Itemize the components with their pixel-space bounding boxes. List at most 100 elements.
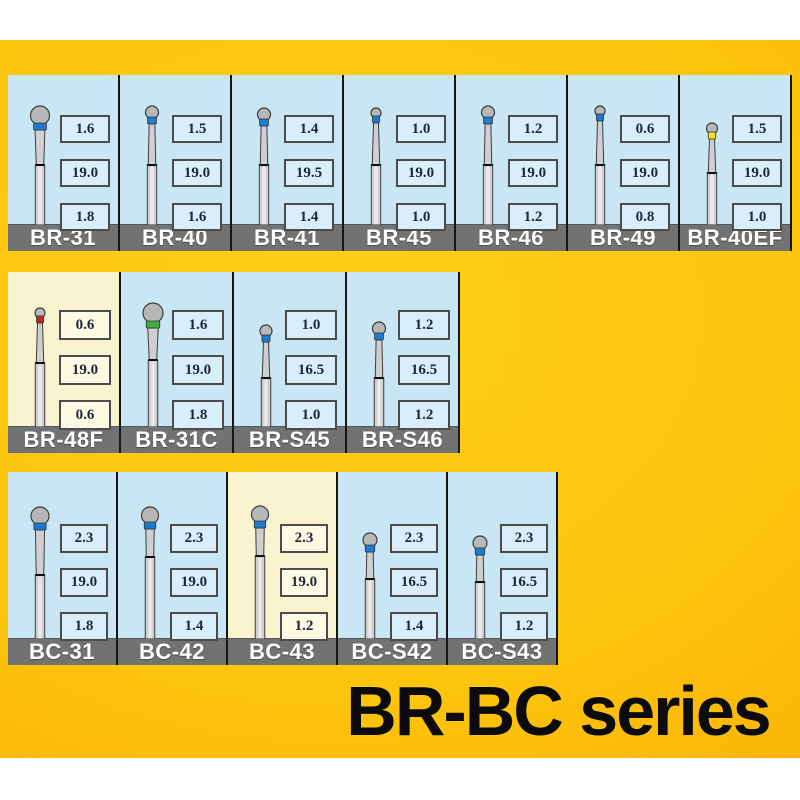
product-cell-br-40ef: 1.5 19.0 1.0 BR-40EF xyxy=(680,75,792,251)
tip-diameter-value: 1.4 xyxy=(170,612,218,641)
diamond-bur-illustration xyxy=(362,532,378,639)
overall-length-value: 16.5 xyxy=(390,568,438,597)
tip-diameter-value: 1.8 xyxy=(60,612,108,641)
overall-length-value: 19.0 xyxy=(396,159,446,187)
product-cell-body: 1.5 19.0 1.6 xyxy=(120,75,230,231)
overall-length-value: 19.0 xyxy=(59,355,111,385)
product-cell-br-41: 1.4 19.5 1.4 BR-41 xyxy=(232,75,344,251)
dimension-boxes: 2.3 16.5 1.2 xyxy=(500,472,548,641)
dimension-boxes: 1.0 19.0 1.0 xyxy=(396,75,446,231)
head-diameter-value: 0.6 xyxy=(59,310,111,340)
product-cell-br-s46: 1.2 16.5 1.2 BR-S46 xyxy=(347,272,460,453)
dimension-boxes: 1.0 16.5 1.0 xyxy=(285,272,337,430)
head-diameter-value: 1.0 xyxy=(285,310,337,340)
product-cell-body: 0.6 19.0 0.8 xyxy=(568,75,678,231)
product-code-label: BC-43 xyxy=(228,638,336,665)
diamond-bur-illustration xyxy=(472,535,488,639)
series-title: BR-BC series xyxy=(346,672,771,750)
head-diameter-value: 2.3 xyxy=(280,524,328,553)
overall-length-value: 19.0 xyxy=(508,159,558,187)
dimension-boxes: 1.5 19.0 1.6 xyxy=(172,75,222,231)
overall-length-value: 19.0 xyxy=(280,568,328,597)
product-cell-body: 2.3 19.0 1.8 xyxy=(8,472,116,641)
product-cell-br-s45: 1.0 16.5 1.0 BR-S45 xyxy=(234,272,347,453)
product-cell-br-31: 1.6 19.0 1.8 BR-31 xyxy=(8,75,120,251)
tip-diameter-value: 1.2 xyxy=(508,203,558,231)
product-cell-bc-31: 2.3 19.0 1.8 BC-31 xyxy=(8,472,118,665)
product-cell-body: 1.6 19.0 1.8 xyxy=(121,272,232,430)
product-cell-body: 1.4 19.5 1.4 xyxy=(232,75,342,231)
product-cell-body: 1.0 16.5 1.0 xyxy=(234,272,345,430)
dimension-boxes: 1.6 19.0 1.8 xyxy=(60,75,110,231)
product-code-label: BC-42 xyxy=(118,638,226,665)
head-diameter-value: 2.3 xyxy=(390,524,438,553)
diamond-bur-illustration xyxy=(29,105,51,225)
product-cell-body: 2.3 19.0 1.4 xyxy=(118,472,226,641)
overall-length-value: 19.0 xyxy=(170,568,218,597)
product-cell-bc-s43: 2.3 16.5 1.2 BC-S43 xyxy=(448,472,558,665)
head-diameter-value: 1.5 xyxy=(732,115,782,143)
diamond-bur-illustration xyxy=(30,506,50,639)
product-cell-br-31c: 1.6 19.0 1.8 BR-31C xyxy=(121,272,234,453)
diamond-bur-illustration xyxy=(705,122,719,225)
diamond-bur-illustration xyxy=(259,324,273,427)
product-cell-bc-s42: 2.3 16.5 1.4 BC-S42 xyxy=(338,472,448,665)
overall-length-value: 19.0 xyxy=(620,159,670,187)
product-code-label: BC-31 xyxy=(8,638,116,665)
overall-length-value: 16.5 xyxy=(500,568,548,597)
dimension-boxes: 1.2 16.5 1.2 xyxy=(398,272,450,430)
diamond-bur-illustration xyxy=(144,105,160,225)
diamond-bur-illustration xyxy=(371,321,387,427)
tip-diameter-value: 0.8 xyxy=(620,203,670,231)
tip-diameter-value: 1.4 xyxy=(284,203,334,231)
product-cell-br-49: 0.6 19.0 0.8 BR-49 xyxy=(568,75,680,251)
dimension-boxes: 2.3 19.0 1.2 xyxy=(280,472,328,641)
dimension-boxes: 1.6 19.0 1.8 xyxy=(172,272,224,430)
diamond-bur-illustration xyxy=(34,307,46,427)
product-code-label: BR-48F xyxy=(8,426,119,453)
product-cell-body: 1.2 16.5 1.2 xyxy=(347,272,458,430)
dimension-boxes: 1.4 19.5 1.4 xyxy=(284,75,334,231)
tip-diameter-value: 1.8 xyxy=(172,400,224,430)
tip-diameter-value: 1.0 xyxy=(285,400,337,430)
diamond-bur-illustration xyxy=(256,107,272,225)
overall-length-value: 19.0 xyxy=(732,159,782,187)
overall-length-value: 16.5 xyxy=(398,355,450,385)
dimension-boxes: 1.5 19.0 1.0 xyxy=(732,75,782,231)
head-diameter-value: 1.6 xyxy=(60,115,110,143)
product-row-1: 1.6 19.0 1.8 BR-31 1.5 19.0 1.6 BR-40 1.… xyxy=(8,75,792,251)
overall-length-value: 16.5 xyxy=(285,355,337,385)
diamond-bur-illustration xyxy=(142,302,164,427)
tip-diameter-value: 1.2 xyxy=(398,400,450,430)
product-code-label: BR-31C xyxy=(121,426,232,453)
product-cell-bc-43: 2.3 19.0 1.2 BC-43 xyxy=(228,472,338,665)
tip-diameter-value: 1.0 xyxy=(732,203,782,231)
product-cell-body: 1.2 19.0 1.2 xyxy=(456,75,566,231)
overall-length-value: 19.0 xyxy=(60,568,108,597)
head-diameter-value: 2.3 xyxy=(170,524,218,553)
head-diameter-value: 1.0 xyxy=(396,115,446,143)
product-code-label: BC-S43 xyxy=(448,638,556,665)
dimension-boxes: 2.3 19.0 1.4 xyxy=(170,472,218,641)
diamond-bur-illustration xyxy=(140,506,160,639)
product-cell-body: 2.3 16.5 1.2 xyxy=(448,472,556,641)
product-row-2: 0.6 19.0 0.6 BR-48F 1.6 19.0 1.8 BR-31C … xyxy=(8,272,460,453)
diamond-bur-illustration xyxy=(370,107,382,225)
dimension-boxes: 0.6 19.0 0.8 xyxy=(620,75,670,231)
dimension-boxes: 2.3 19.0 1.8 xyxy=(60,472,108,641)
product-cell-body: 2.3 16.5 1.4 xyxy=(338,472,446,641)
product-code-label: BC-S42 xyxy=(338,638,446,665)
product-cell-br-48f: 0.6 19.0 0.6 BR-48F xyxy=(8,272,121,453)
head-diameter-value: 2.3 xyxy=(500,524,548,553)
tip-diameter-value: 1.8 xyxy=(60,203,110,231)
overall-length-value: 19.0 xyxy=(172,159,222,187)
product-cell-body: 2.3 19.0 1.2 xyxy=(228,472,336,641)
tip-diameter-value: 1.2 xyxy=(500,612,548,641)
overall-length-value: 19.0 xyxy=(60,159,110,187)
head-diameter-value: 0.6 xyxy=(620,115,670,143)
product-cell-br-40: 1.5 19.0 1.6 BR-40 xyxy=(120,75,232,251)
product-cell-body: 1.6 19.0 1.8 xyxy=(8,75,118,231)
product-code-label: BR-S46 xyxy=(347,426,458,453)
diamond-bur-illustration xyxy=(480,105,496,225)
product-cell-body: 0.6 19.0 0.6 xyxy=(8,272,119,430)
